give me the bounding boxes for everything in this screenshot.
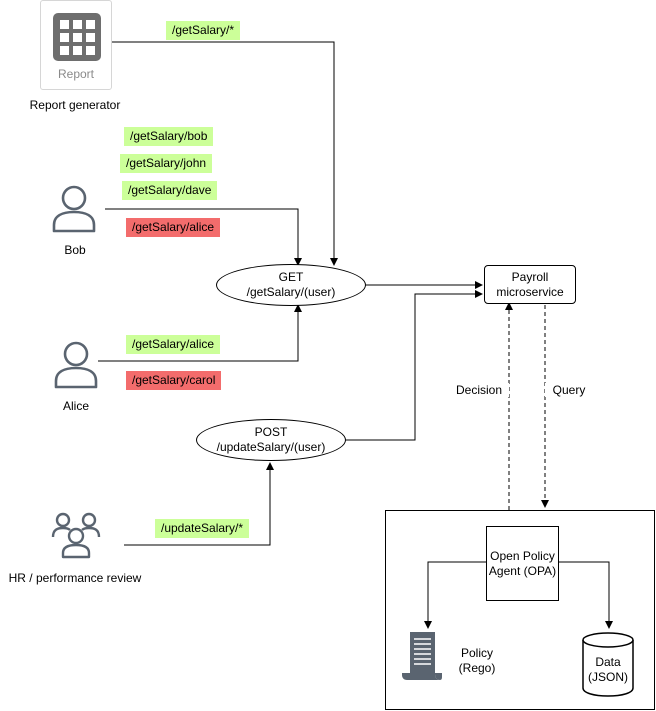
tag-bob-allowed-1: /getSalary/bob (124, 127, 214, 146)
tag-bob-allowed-3: /getSalary/dave (122, 181, 218, 200)
data-label: Data (JSON) (583, 655, 633, 685)
opa-line2: Agent (OPA) (488, 563, 557, 578)
report-card: Report (40, 0, 112, 90)
post-endpoint-node: POST /updateSalary/(user) (196, 419, 346, 461)
get-endpoint-node: GET /getSalary/(user) (216, 264, 366, 306)
database-icon (582, 632, 634, 697)
policy-label: Policy (Rego) (452, 646, 502, 676)
get-path-label: /getSalary/(user) (246, 285, 336, 299)
post-path-label: /updateSalary/(user) (216, 440, 326, 454)
tag-bob-allowed-2: /getSalary/john (120, 154, 213, 173)
payroll-line2: microservice (496, 284, 564, 299)
policy-scroll-icon (402, 632, 442, 680)
policy-line1: Policy (460, 646, 493, 660)
report-generator-label: Report generator (29, 98, 121, 112)
report-card-label: Report (57, 67, 95, 81)
tag-bob-denied: /getSalary/alice (126, 218, 221, 237)
edge-alice-to-get (98, 304, 302, 362)
get-method-label: GET (278, 270, 304, 284)
hr-label: HR / performance review (8, 571, 142, 585)
opa-line1: Open Policy (490, 548, 555, 563)
edge-bob-to-get (105, 208, 302, 266)
edge-hr-to-post (124, 462, 274, 546)
post-method-label: POST (254, 425, 288, 439)
data-line1: Data (595, 655, 621, 669)
tag-hr-updatesalary-all: /updateSalary/* (155, 519, 250, 538)
tag-alice-denied: /getSalary/carol (126, 371, 222, 390)
decision-label: Decision (449, 383, 509, 397)
data-line2: (JSON) (588, 670, 628, 684)
tag-report-getsalary-all: /getSalary/* (166, 21, 241, 40)
edge-opa-to-policy (424, 561, 486, 629)
edge-report-to-get (112, 41, 338, 266)
payroll-line1: Payroll (511, 269, 549, 284)
edge-post-to-payroll (345, 290, 483, 441)
bob-label: Bob (64, 243, 86, 257)
policy-line2: (Rego) (458, 661, 496, 675)
opa-container (385, 510, 655, 710)
alice-label: Alice (62, 399, 89, 413)
grid-icon (53, 13, 101, 61)
group-users-icon (51, 512, 101, 559)
payroll-microservice-node: Payroll microservice (484, 265, 576, 304)
query-label: Query (545, 383, 593, 397)
opa-node: Open Policy Agent (OPA) (486, 526, 559, 601)
alice-user-icon (54, 341, 98, 389)
tag-alice-allowed: /getSalary/alice (126, 335, 221, 354)
edge-opa-to-data (558, 561, 613, 629)
bob-user-icon (52, 185, 96, 233)
